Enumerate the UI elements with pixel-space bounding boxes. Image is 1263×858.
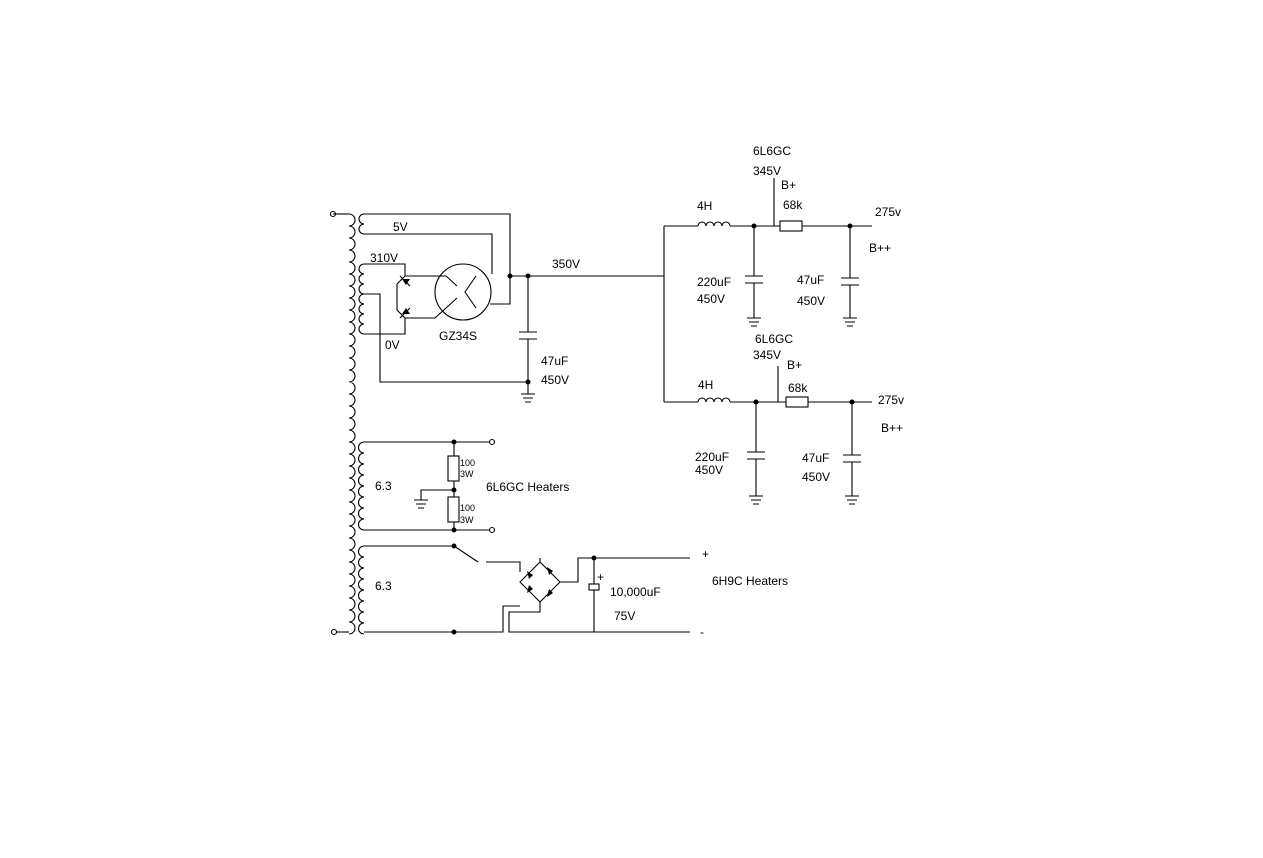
winding-5v bbox=[358, 213, 365, 235]
tube-cathode bbox=[464, 275, 477, 309]
label-6h9-heaters: 6H9C Heaters bbox=[712, 574, 788, 588]
label-5v: 5V bbox=[393, 220, 408, 234]
primary-terminal-bottom bbox=[330, 628, 338, 636]
label-plus: + bbox=[702, 547, 709, 561]
resistor-2 bbox=[785, 396, 809, 408]
label-gz34s: GZ34S bbox=[439, 329, 477, 343]
label-b-plus-1: B+ bbox=[781, 178, 796, 192]
heater-terminal-1 bbox=[488, 438, 496, 446]
label-tube-1: 6L6GC bbox=[753, 144, 791, 158]
label-heater-r1-value: 100 bbox=[460, 458, 475, 468]
main-rail: 350V 47uF 450V bbox=[507, 226, 665, 403]
label-filter-cap-value: 47uF bbox=[541, 354, 568, 368]
capacitor-2b bbox=[843, 402, 861, 496]
label-cap2-voltage-1: 450V bbox=[797, 294, 825, 308]
capacitor-2a bbox=[747, 402, 765, 496]
tube-envelope bbox=[434, 263, 492, 321]
tube-anode-1 bbox=[445, 275, 458, 287]
capacitor-1a bbox=[745, 226, 763, 318]
rectifier-tube: GZ34S bbox=[396, 263, 492, 343]
label-out-voltage-2: 275v bbox=[878, 393, 904, 407]
label-heater-cap-value: 10,000uF bbox=[610, 585, 661, 599]
label-b-plus-plus-1: B++ bbox=[869, 241, 891, 255]
label-choke-2: 4H bbox=[698, 378, 713, 392]
label-cap2-value-2: 47uF bbox=[802, 451, 829, 465]
label-cap1-value-1: 220uF bbox=[697, 275, 731, 289]
label-cap1-voltage-1: 450V bbox=[697, 292, 725, 306]
heater-switch bbox=[453, 545, 479, 563]
filter-capacitor bbox=[519, 331, 537, 340]
branch-2: 6L6GC 345V B+ 4H 68k 275v B++ 220uF 450V… bbox=[664, 332, 904, 505]
label-heater-r2-power: 3W bbox=[460, 515, 474, 525]
label-out-voltage-1: 275v bbox=[875, 205, 901, 219]
label-cap2-value-1: 47uF bbox=[797, 273, 824, 287]
capacitor-1b bbox=[841, 226, 859, 318]
label-cap1-value-2: 220uF bbox=[695, 450, 729, 464]
label-b-plus-plus-2: B++ bbox=[881, 421, 903, 435]
label-350v: 350V bbox=[552, 257, 580, 271]
choke-1 bbox=[697, 221, 731, 227]
label-cap-plus: + bbox=[597, 570, 604, 584]
transformer-primary-winding bbox=[348, 213, 356, 635]
label-choke-1: 4H bbox=[697, 199, 712, 213]
heater-resistor-2 bbox=[447, 496, 460, 523]
heater-6l6-circuit: 100 3W 100 3W 6L6GC Heaters bbox=[414, 438, 569, 534]
label-heater-voltage-2: 6.3 bbox=[375, 579, 392, 593]
label-heater-r2-value: 100 bbox=[460, 503, 475, 513]
label-heater-cap-voltage: 75V bbox=[614, 609, 635, 623]
tube-anode-2 bbox=[445, 297, 458, 309]
label-cap1-voltage-2: 450V bbox=[695, 463, 723, 477]
bridge-rectifier bbox=[519, 561, 561, 603]
label-minus: - bbox=[700, 625, 704, 639]
label-filter-cap-voltage: 450V bbox=[541, 373, 569, 387]
label-cap2-voltage-2: 450V bbox=[802, 470, 830, 484]
ground-symbol bbox=[521, 393, 535, 403]
label-b-plus-2: B+ bbox=[787, 358, 802, 372]
diode-1 bbox=[396, 275, 411, 287]
resistor-1 bbox=[779, 220, 803, 232]
label-310v: 310V bbox=[370, 251, 398, 265]
transformer: 5V 310V 0V 6.3 6.3 bbox=[329, 210, 528, 636]
winding-heater-6l6 bbox=[358, 441, 365, 531]
label-tube-voltage-1: 345V bbox=[753, 164, 781, 178]
heater-terminal-2 bbox=[488, 526, 496, 534]
branch-1: 6L6GC 345V B+ 4H 68k 275v B++ 220uF 450V… bbox=[664, 144, 901, 327]
heater-ground bbox=[414, 499, 428, 509]
label-resistor-1: 68k bbox=[783, 198, 803, 212]
primary-terminal-top bbox=[329, 210, 337, 218]
winding-heater-6h9 bbox=[358, 545, 365, 635]
label-0v: 0V bbox=[385, 338, 400, 352]
heater-filter-capacitor bbox=[588, 583, 600, 591]
diode-2 bbox=[396, 307, 411, 319]
label-heater-r1-power: 3W bbox=[460, 469, 474, 479]
label-resistor-2: 68k bbox=[788, 381, 808, 395]
choke-2 bbox=[697, 397, 731, 403]
label-6l6-heaters: 6L6GC Heaters bbox=[486, 480, 569, 494]
heater-resistor-1 bbox=[447, 455, 460, 482]
winding-hv bbox=[358, 263, 365, 335]
label-tube-2: 6L6GC bbox=[755, 332, 793, 346]
heater-6h9-circuit: + + - 10,000uF 75V 6H9C Heaters bbox=[451, 543, 788, 639]
label-heater-voltage-1: 6.3 bbox=[375, 479, 392, 493]
label-tube-voltage-2: 345V bbox=[753, 348, 781, 362]
